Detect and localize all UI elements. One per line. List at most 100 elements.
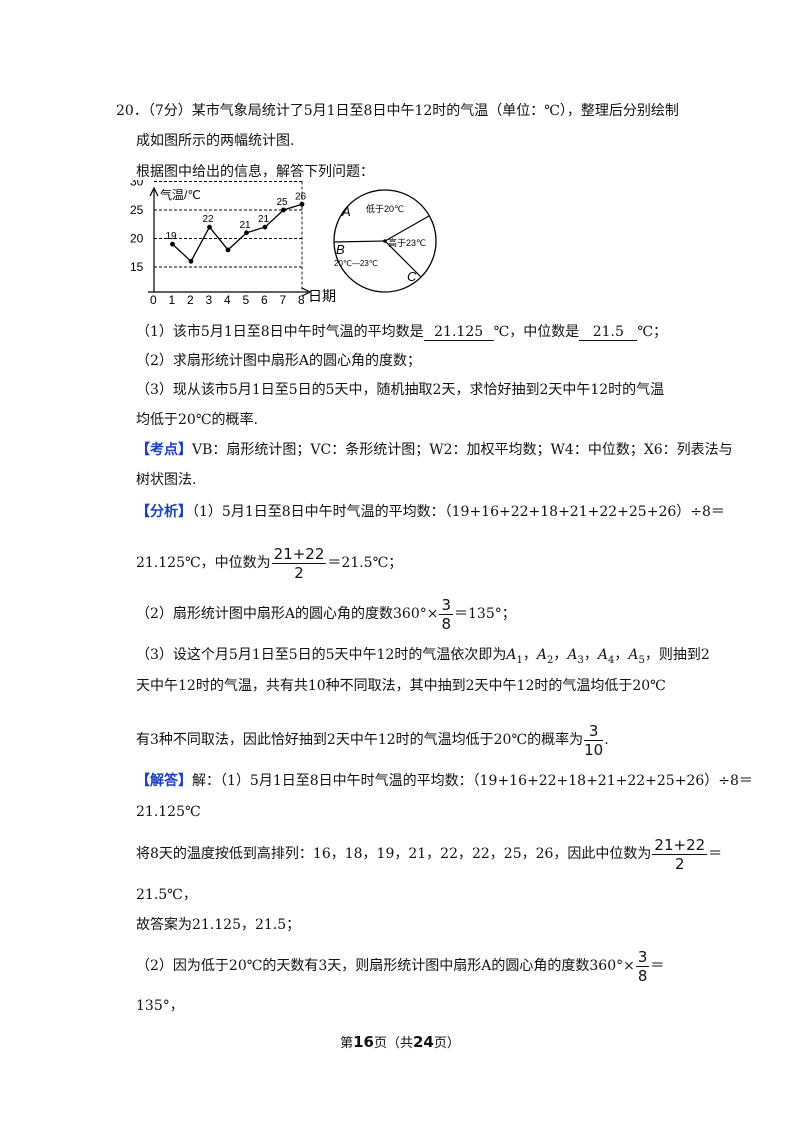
data-label: 21 (258, 214, 270, 225)
x-tick-label: 2 (187, 293, 194, 305)
kaodian-text: VB：扇形统计图；VC：条形统计图；W2：加权平均数；W4：中位数；X6：列表法… (192, 442, 733, 458)
jieda-text-3b: ＝ (708, 846, 723, 862)
page-number: 16 (353, 1033, 374, 1051)
fenxi-text-4b: ，则抽到2 (644, 647, 710, 663)
fenxi-text-1: （1）5月1日至8日中午时气温的平均数：（19+16+22+18+21+22+2… (192, 504, 725, 520)
temperature-point (170, 241, 175, 247)
fraction-numerator: 21+22 (652, 835, 708, 855)
pie-label-c: C (407, 269, 417, 284)
fenxi-text-3a: （2）扇形统计图中扇形A的圆心角的度数360°× (136, 606, 439, 622)
y-tick-label: 25 (130, 203, 144, 217)
question-1-text-b: ℃，中位数是 (493, 324, 580, 340)
fraction-numerator: 3 (584, 722, 604, 741)
fraction-denominator: 8 (441, 614, 452, 633)
x-tick-label: 7 (280, 293, 287, 305)
fraction-numerator: 3 (635, 947, 650, 967)
problem-line-3: 根据图中给出的信息，解答下列问题： (136, 164, 374, 180)
jieda-line-7: 135°， (136, 998, 184, 1014)
fenxi-line-1: 【分析】（1）5月1日至8日中午时气温的平均数：（19+16+22+18+21+… (136, 502, 725, 522)
jieda-text-6b: ＝ (650, 958, 665, 974)
pie-divider-b-c (384, 240, 422, 278)
fenxi-text-2a: 21.125℃，中位数为 (136, 555, 271, 571)
temperature-pie-chart: A B C 低于20℃ 20℃—23℃ 高于23℃ (333, 189, 437, 293)
jieda-line-3: 将8天的温度按低到高排列：16，18，19，21，22，22，25，26，因此中… (136, 834, 722, 874)
temperature-point (281, 207, 286, 213)
line-chart-axes (148, 186, 312, 297)
x-tick-label: 5 (243, 293, 250, 305)
fraction-numerator: 21+22 (271, 544, 327, 564)
y-axis-label: 气温/℃ (160, 187, 201, 202)
pie-divider-a-c (384, 215, 430, 242)
pie-text-c: 高于23℃ (388, 237, 426, 248)
temperature-point (207, 224, 212, 230)
chart-gridlines (154, 181, 303, 292)
page-footer: 第16页（共24页） (340, 1033, 460, 1051)
kaodian-tag: 【考点】 (136, 442, 192, 458)
question-3-line-1: （3）现从该市5月1日至5日的5天中，随机抽取2天，求恰好抽到2天中午12时的气… (136, 382, 665, 398)
temperature-point (225, 247, 231, 253)
temperature-point (299, 201, 305, 207)
question-1-text-c: ℃； (637, 324, 667, 340)
jieda-line-2: 21.125℃ (136, 804, 201, 820)
y-tick-label: 30 (130, 180, 144, 189)
page-total: 24 (413, 1033, 434, 1051)
y-tick-label: 20 (130, 232, 144, 246)
pie-center (383, 239, 387, 243)
x-tick-label: 4 (224, 293, 231, 305)
kaodian-line-1: 【考点】VB：扇形统计图；VC：条形统计图；W2：加权平均数；W4：中位数；X6… (136, 440, 733, 460)
jieda-line-6: （2）因为低于20℃的天数有3天，则扇形统计图中扇形A的圆心角的度数360°×3… (136, 946, 664, 986)
fraction-numerator: 3 (439, 595, 454, 615)
x-tick-label: 3 (206, 293, 213, 305)
pie-text-b: 20℃—23℃ (334, 259, 378, 268)
temperature-series-line (172, 203, 303, 263)
answer-median: 21.5 (579, 324, 638, 341)
pie-text-a: 低于20℃ (366, 203, 404, 214)
data-label: 26 (295, 191, 307, 202)
problem-line-2: 成如图所示的两幅统计图. (136, 133, 295, 149)
data-label: 25 (277, 197, 289, 208)
x-axis-label: 日期 (308, 288, 336, 304)
y-tick-labels: 15 20 25 30 (130, 180, 144, 274)
temperature-point (188, 258, 194, 264)
x-tick-label: 0 (150, 293, 157, 305)
jieda-text-6a: （2）因为低于20℃的天数有3天，则扇形统计图中扇形A的圆心角的度数360°× (136, 958, 635, 974)
x-tick-label: 6 (261, 293, 268, 305)
fenxi-text-3b: ＝135°； (454, 606, 516, 622)
data-label: 22 (203, 214, 215, 225)
pie-divider-a-b (333, 240, 386, 243)
pie-label-b: B (336, 242, 345, 257)
problem-header: 20．（7分）某市气象局统计了5月1日至8日中午12时的气温（单位：℃），整理后… (116, 103, 679, 119)
fenxi-text-6a: 有3种不同取法，因此恰好抽到2天中午12时的气温均低于20℃的概率为 (136, 732, 584, 748)
kaodian-line-2: 树状图法. (136, 472, 197, 488)
temperature-points (170, 201, 305, 264)
fenxi-line-4: （3）设这个月5月1日至5日的5天中午12时的气温依次即为A1，A2，A3，A4… (136, 647, 710, 666)
fenxi-text-6b: . (604, 732, 609, 748)
fenxi-text-4a: （3）设这个月5月1日至5日的5天中午12时的气温依次即为 (136, 647, 507, 663)
fenxi-text-2b: ＝21.5℃； (327, 555, 403, 571)
jieda-line-1: 【解答】解：（1）5月1日至8日中午时气温的平均数：（19+16+22+18+2… (136, 771, 753, 791)
jieda-tag: 【解答】 (136, 773, 192, 789)
jieda-line-4: 21.5℃， (136, 887, 197, 903)
y-tick-label: 15 (130, 260, 144, 274)
fraction-denominator: 8 (637, 966, 648, 985)
fenxi-tag: 【分析】 (136, 504, 192, 520)
temperature-point (244, 230, 249, 236)
fraction-denominator: 10 (584, 740, 604, 759)
fraction-denominator: 2 (675, 854, 685, 873)
temperature-point (262, 224, 268, 230)
data-label: 21 (240, 220, 252, 231)
question-3-line-2: 均低于20℃的概率. (136, 412, 258, 428)
jieda-line-5: 故答案为21.125，21.5； (136, 917, 301, 933)
fraction-denominator: 2 (294, 563, 304, 582)
